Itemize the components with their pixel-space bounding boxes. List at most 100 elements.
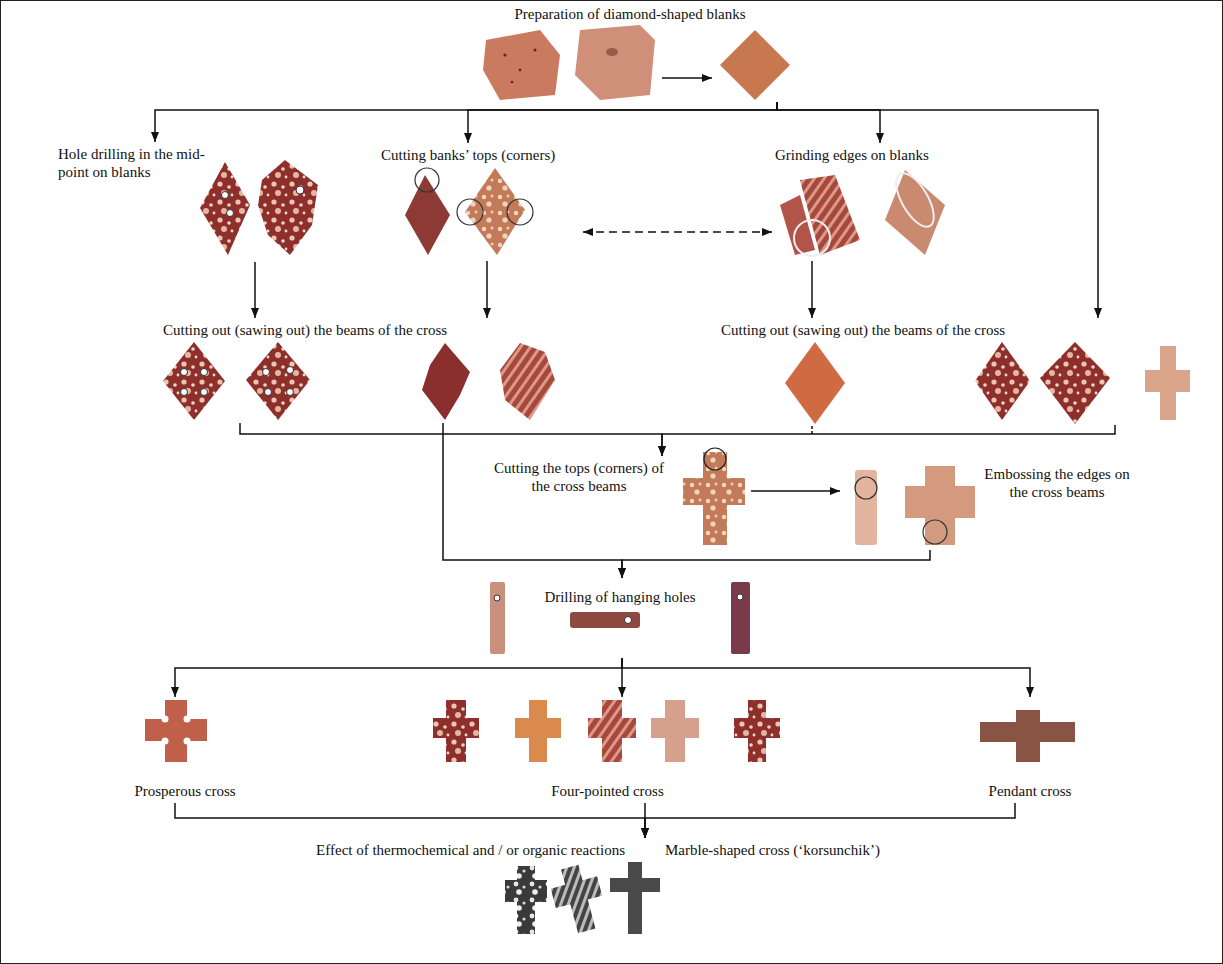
sawn-blanks-left-part [287, 389, 294, 396]
raw-blanks-part [503, 53, 506, 56]
corner-cut-blanks-part [465, 168, 525, 255]
sawn-blanks-right-part [785, 342, 845, 424]
beam-cut-cross-part [683, 452, 745, 545]
sawn-blanks-left-part [201, 369, 208, 376]
raw-blanks-part [519, 69, 522, 72]
drilled-blanks-part [222, 192, 229, 199]
drilled-blanks-part [258, 160, 318, 255]
sawn-blanks-left-part [263, 369, 270, 376]
flow-connector [468, 102, 777, 143]
marble-crosses [505, 861, 660, 937]
finished-crosses-part [734, 700, 780, 762]
flow-connector [155, 102, 777, 142]
marble-crosses-part [547, 861, 610, 937]
flow-connector [811, 261, 813, 318]
bracket-ticks-part [811, 426, 813, 434]
raw-blanks-part [720, 30, 790, 100]
finished-crosses-part [515, 700, 561, 762]
drilled-pieces-part [625, 617, 632, 624]
drilled-pieces-part [737, 594, 743, 600]
drilled-pieces-part [490, 582, 505, 654]
step-label: Cutting out (sawing out) the beams of th… [721, 321, 1005, 339]
sawn-blanks-left-part [422, 343, 470, 420]
step-label: Marble-shaped cross (‘korsunchik’) [665, 841, 880, 859]
drilled-pieces [490, 582, 750, 654]
flow-connector [240, 423, 662, 456]
sawn-blanks-left-part [246, 342, 310, 420]
step-label: Cutting the tops (corners) of the cross … [489, 459, 669, 495]
step-node: Grinding edges on blanks [772, 143, 967, 261]
step-label: Preparation of diamond-shaped blanks [514, 5, 745, 23]
sawn-blanks-left-part [181, 369, 188, 376]
raw-blanks-part [606, 48, 618, 56]
drilled-blanks-part [296, 186, 304, 194]
flow-connector [645, 803, 1015, 838]
flow-connector [777, 102, 880, 143]
step-node: Cutting the tops (corners) of the cross … [486, 456, 751, 548]
step-node: Four-pointed cross [425, 697, 790, 803]
finished-crosses-part [588, 700, 636, 762]
flow-connector [443, 423, 622, 578]
drilled-pieces-part [570, 612, 640, 628]
step-node: Hole drilling in the mid-point on blanks [55, 142, 325, 262]
sawn-blanks-right [785, 342, 1190, 424]
marble-crosses-part [610, 862, 660, 934]
ground-blanks [780, 168, 945, 256]
step-node: Preparation of diamond-shaped blanks [465, 2, 795, 102]
raw-blanks-part [575, 25, 655, 100]
sawn-blanks-right-part [1040, 342, 1110, 424]
raw-blanks-part [534, 49, 537, 52]
finished-crosses-part [651, 700, 699, 762]
step-label: Cutting out (sawing out) the beams of th… [163, 321, 447, 339]
finished-crosses [145, 700, 1075, 762]
flow-connector [254, 262, 256, 318]
flow-connector [622, 658, 1030, 697]
flow-connector [777, 102, 1098, 318]
step-node: Pendant cross [965, 697, 1095, 803]
sawn-blanks-left-part [500, 343, 555, 420]
flow-connector [486, 261, 488, 318]
raw-blanks-part [662, 77, 712, 79]
raw-blanks-part [483, 30, 560, 100]
step-node: Prosperous cross [105, 697, 265, 803]
flow-connector [751, 490, 840, 492]
step-label: Prosperous cross [134, 782, 235, 800]
step-label: Four-pointed cross [551, 782, 664, 800]
finished-crosses-part [184, 738, 191, 745]
embossed-pieces [855, 466, 975, 545]
flow-connector [175, 658, 622, 697]
step-node: Cutting out (sawing out) the beams of th… [160, 318, 560, 423]
ground-blanks-part [794, 220, 830, 256]
corner-cut-blanks-part [415, 168, 439, 192]
sawn-blanks-left-part [201, 389, 208, 396]
embossed-pieces-part [905, 466, 975, 545]
flow-connector [175, 803, 645, 838]
corner-cut-blanks-part [457, 199, 483, 225]
step-node: Effect of thermochemical and / or organi… [313, 838, 883, 862]
finished-crosses-part [980, 710, 1075, 762]
drilled-pieces-part [494, 595, 500, 601]
step-label: Embossing the edges on the cross beams [982, 465, 1132, 501]
embossed-pieces-part [855, 470, 877, 545]
sawn-blanks-left-part [163, 342, 225, 420]
finished-crosses-part [145, 700, 207, 762]
raw-blanks [483, 25, 790, 100]
marble-crosses-part [505, 866, 547, 934]
sawn-blanks-right-part [975, 342, 1030, 420]
sawn-blanks-left [163, 342, 555, 420]
beam-cut-cross-part [704, 448, 726, 470]
step-node: Cutting out (sawing out) the beams of th… [718, 318, 1193, 425]
bracket-ticks [812, 426, 813, 434]
drilled-pieces-part [731, 582, 750, 654]
step-node: Embossing the edges on the cross beams [840, 462, 1135, 550]
step-label: Hole drilling in the mid-point on blanks [58, 145, 208, 181]
corner-cut-blanks-part [405, 175, 450, 255]
corner-cut-blanks [405, 168, 533, 255]
flow-connector [622, 550, 930, 578]
step-label: Pendant cross [989, 782, 1072, 800]
drilled-blanks [200, 160, 318, 255]
step-label: Effect of thermochemical and / or organi… [316, 841, 625, 859]
sawn-blanks-right-part [1145, 346, 1190, 420]
step-label: Cutting banks’ tops (corners) [381, 146, 555, 164]
